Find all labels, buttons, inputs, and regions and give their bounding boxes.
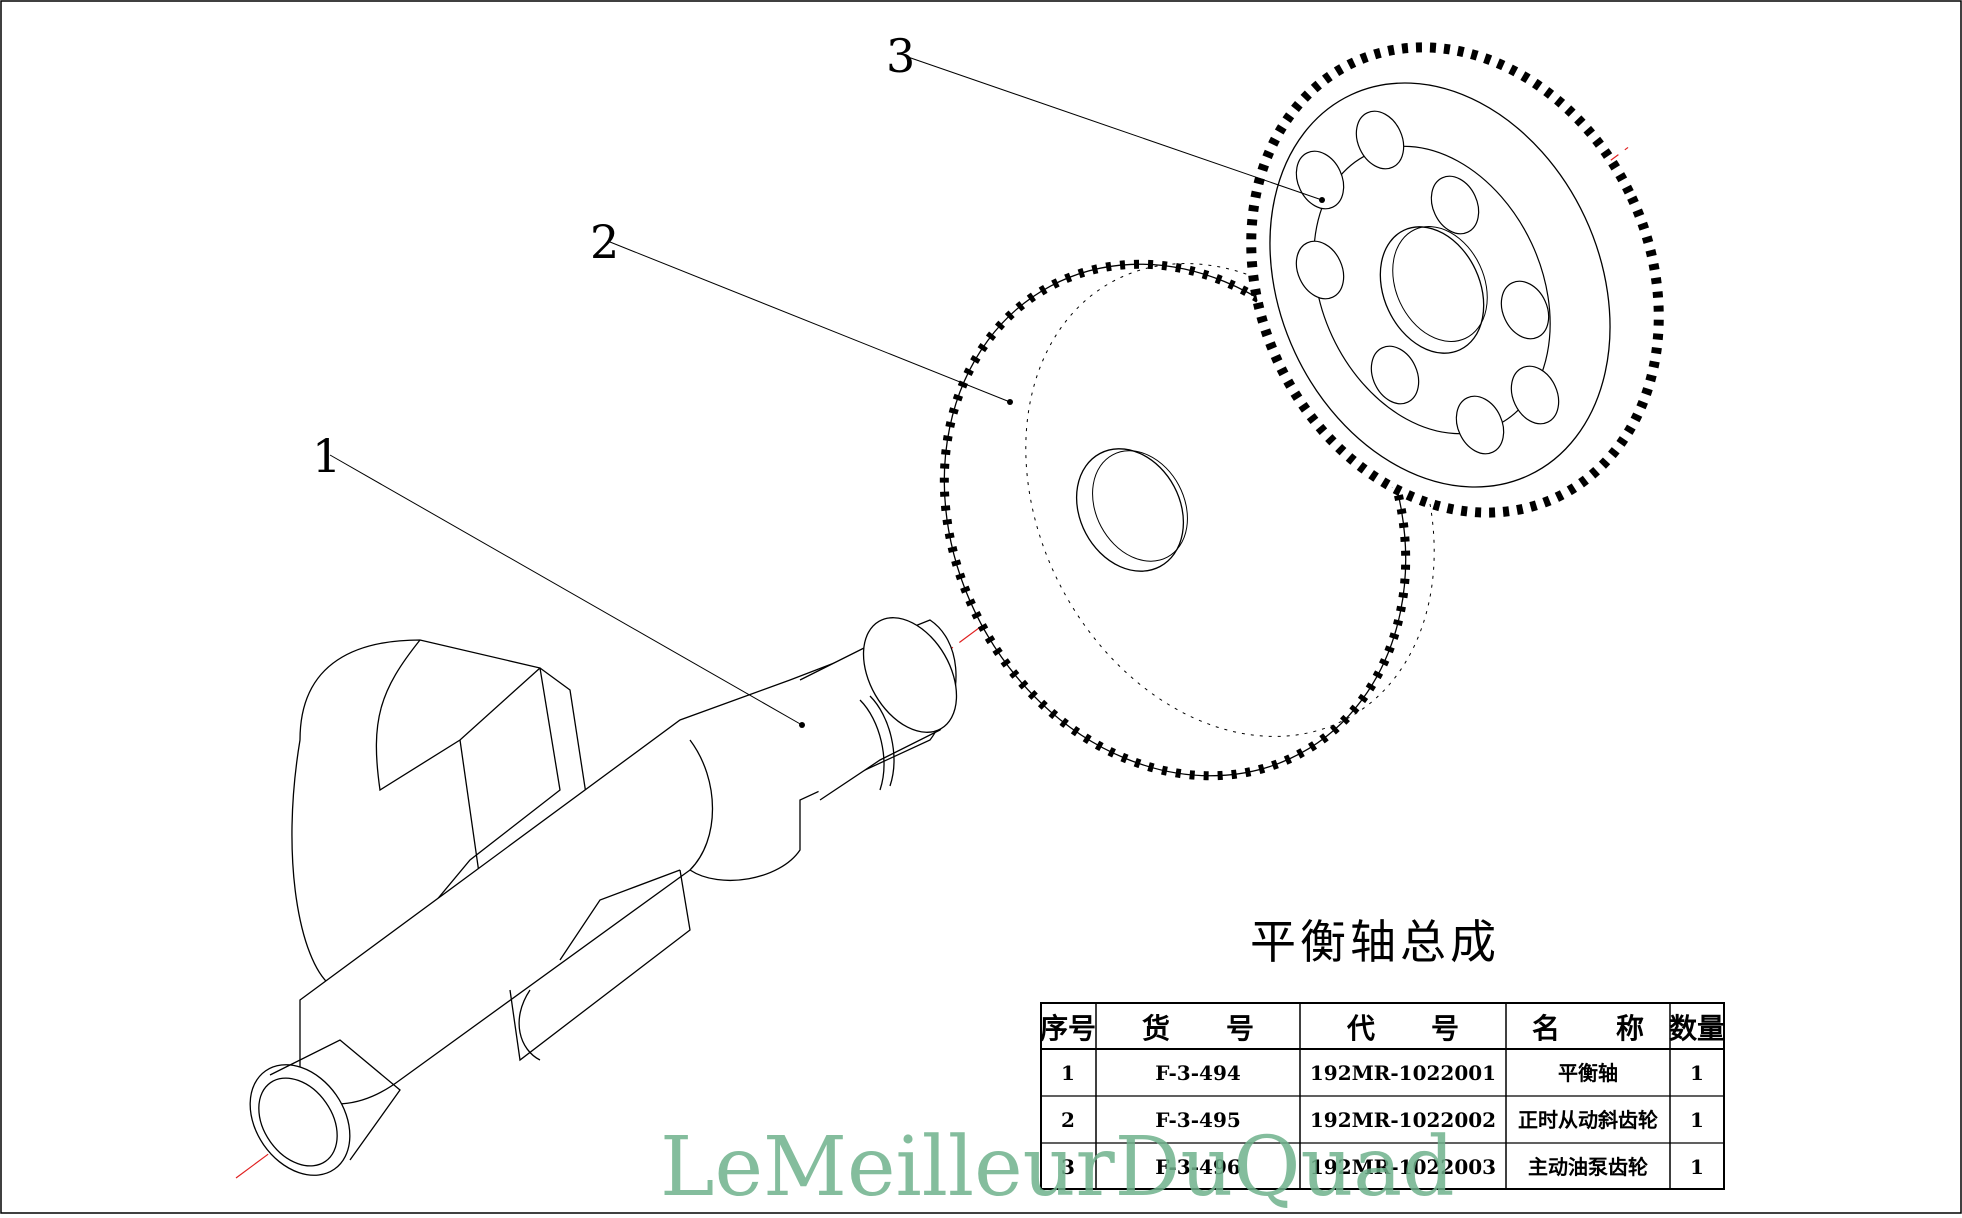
row2-qty: 1 — [1690, 1108, 1704, 1132]
callout-2-label: 2 — [590, 215, 619, 269]
row3-qty: 1 — [1690, 1155, 1704, 1179]
callout-1: 1 — [312, 429, 805, 728]
parts-table — [1040, 1002, 1725, 1190]
row3-seq: 3 — [1061, 1155, 1075, 1179]
callout-2: 2 — [590, 215, 1013, 405]
header-code: 代 号 — [1346, 1012, 1459, 1045]
parts-table-row: 3 F-3-496 192MR-1022003 主动油泵齿轮 1 — [1061, 1155, 1704, 1179]
row1-seq: 1 — [1061, 1061, 1075, 1085]
callout-3: 3 — [886, 29, 1325, 203]
watermark-text: LeMeilleurDuQuad — [660, 1120, 1455, 1214]
row1-qty: 1 — [1690, 1061, 1704, 1085]
header-name: 名 称 — [1532, 1012, 1644, 1045]
row3-name: 主动油泵齿轮 — [1528, 1155, 1648, 1179]
parts-table-header: 序号 货 号 代 号 名 称 数量 — [1040, 1012, 1725, 1045]
header-seq: 序号 — [1040, 1012, 1096, 1045]
callout-1-label: 1 — [312, 429, 341, 483]
oil-pump-drive-gear-part — [1246, 42, 1664, 518]
row1-code: 192MR-1022001 — [1310, 1061, 1496, 1085]
row2-seq: 2 — [1061, 1108, 1075, 1132]
row2-name: 正时从动斜齿轮 — [1518, 1108, 1658, 1132]
timing-driven-helical-gear-part — [939, 259, 1435, 781]
parts-table-row: 1 F-3-494 192MR-1022001 平衡轴 1 — [1061, 1061, 1704, 1085]
row3-item-no: F-3-496 — [1155, 1155, 1241, 1179]
header-item-no: 货 号 — [1142, 1012, 1254, 1045]
row3-code: 192MR-1022003 — [1310, 1155, 1496, 1179]
balance-shaft-part — [249, 617, 958, 1176]
row1-item-no: F-3-494 — [1155, 1061, 1241, 1085]
parts-table-row: 2 F-3-495 192MR-1022002 正时从动斜齿轮 1 — [1061, 1108, 1704, 1132]
header-qty: 数量 — [1669, 1012, 1725, 1045]
row2-code: 192MR-1022002 — [1310, 1108, 1496, 1132]
row1-name: 平衡轴 — [1558, 1061, 1618, 1085]
row2-item-no: F-3-495 — [1155, 1108, 1241, 1132]
drawing-title: 平衡轴总成 — [1250, 915, 1500, 969]
callout-3-label: 3 — [886, 29, 915, 83]
